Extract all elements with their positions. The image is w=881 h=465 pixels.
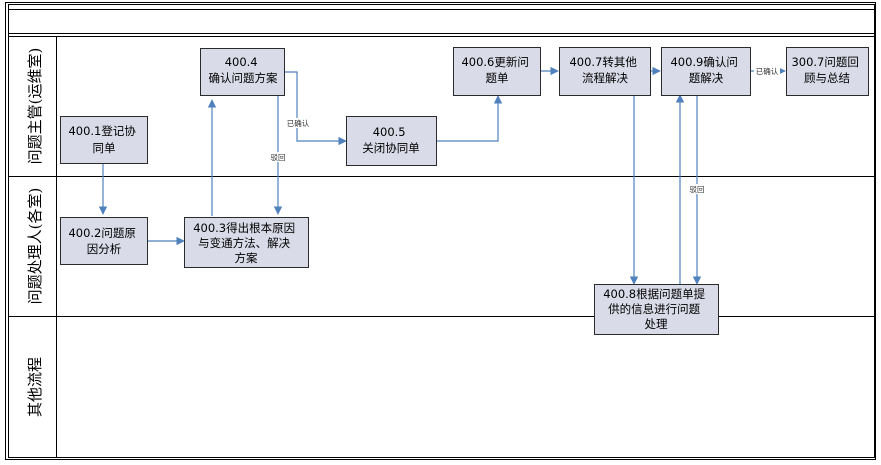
node-400-2-label: 400.2问题原 因分析 bbox=[68, 226, 139, 256]
node-300-7-label: 300.7问题回 顾与总结 bbox=[791, 55, 862, 85]
edge-label-bg-reject-2 bbox=[689, 184, 705, 194]
node-400-7-line-2: 流程解决 bbox=[582, 71, 628, 85]
node-400-8-box[interactable] bbox=[594, 284, 719, 335]
node-400-5[interactable]: 400.5 关闭协同单 bbox=[346, 116, 437, 166]
node-400-3[interactable]: 400.3得出根本原因 与变通方法、解决 方案 bbox=[184, 217, 309, 268]
node-400-5-label: 400.5 关闭协同单 bbox=[362, 125, 420, 155]
node-400-1-line-1: 400.1登记协 bbox=[68, 124, 136, 138]
node-400-8-label: 400.8根据问题单提 供的信息进行问题 处理 bbox=[603, 287, 709, 331]
node-400-9[interactable]: 400.9确认问 题解决 bbox=[661, 47, 751, 96]
diagram-frame bbox=[5, 2, 876, 460]
edge-label-bg-confirmed-2 bbox=[754, 66, 780, 76]
node-300-7-line-1: 300.7问题回 bbox=[791, 55, 858, 69]
node-400-2[interactable]: 400.2问题原 因分析 bbox=[60, 217, 148, 265]
node-400-9-label: 400.9确认问 题解决 bbox=[670, 55, 741, 85]
node-300-7[interactable]: 300.7问题回 顾与总结 bbox=[786, 47, 869, 96]
node-400-4[interactable]: 400.4 确认问题方案 bbox=[200, 48, 285, 96]
node-400-7[interactable]: 400.7转其他 流程解决 bbox=[559, 47, 651, 96]
node-400-8-line-1: 400.8根据问题单提 bbox=[603, 287, 705, 301]
edge-label-reject-1: 驳回 bbox=[271, 153, 286, 162]
edge-4004-to-4005-confirmed bbox=[285, 71, 347, 146]
node-400-1-label: 400.1登记协 同单 bbox=[68, 124, 139, 155]
lane-2: 问题处理人(各室) bbox=[26, 188, 44, 305]
node-400-8-line-3: 处理 bbox=[645, 317, 668, 331]
node-400-3-line-2: 与变通方法、解决 bbox=[198, 236, 290, 250]
node-400-9-line-1: 400.9确认问 bbox=[670, 55, 737, 69]
node-400-1[interactable]: 400.1登记协 同单 bbox=[60, 116, 148, 164]
node-400-9-box[interactable] bbox=[661, 47, 751, 96]
node-400-1-box[interactable] bbox=[60, 116, 148, 164]
node-400-6[interactable]: 400.6更新问 题单 bbox=[453, 47, 541, 96]
node-400-6-line-1: 400.6更新问 bbox=[461, 55, 528, 69]
lane-label-handler: 问题处理人(各室) bbox=[26, 188, 44, 305]
node-400-5-line-1: 400.5 bbox=[373, 125, 406, 139]
node-400-6-box[interactable] bbox=[453, 47, 541, 96]
node-400-3-line-1: 400.3得出根本原因 bbox=[193, 221, 295, 235]
node-400-6-label: 400.6更新问 题单 bbox=[461, 55, 532, 85]
lane-1: 问题主管(运维室) bbox=[26, 48, 44, 165]
edges: 驳回 已确认 驳回 已确认 bbox=[98, 66, 786, 285]
lane-label-other: 其他流程 bbox=[26, 357, 44, 417]
diagram-inner-frame bbox=[8, 4, 875, 458]
node-400-4-label: 400.4 确认问题方案 bbox=[209, 55, 278, 85]
lane-3: 其他流程 bbox=[26, 357, 44, 417]
node-400-5-line-2: 关闭协同单 bbox=[362, 141, 420, 155]
node-400-5-box[interactable] bbox=[346, 116, 437, 166]
node-400-7-box[interactable] bbox=[559, 47, 651, 96]
edge-label-confirmed-2: 已确认 bbox=[756, 66, 779, 76]
edge-label-bg-confirmed-1 bbox=[284, 118, 312, 128]
node-400-2-box[interactable] bbox=[60, 217, 148, 265]
node-400-6-line-2: 题单 bbox=[486, 71, 509, 85]
edge-label-reject-2: 驳回 bbox=[690, 185, 705, 194]
node-400-7-line-1: 400.7转其他 bbox=[569, 55, 637, 69]
node-400-7-label: 400.7转其他 流程解决 bbox=[569, 55, 640, 85]
edge-label-confirmed-1: 已确认 bbox=[287, 118, 310, 128]
node-400-3-box[interactable] bbox=[184, 217, 309, 268]
node-400-2-line-2: 因分析 bbox=[87, 242, 122, 256]
node-300-7-line-2: 顾与总结 bbox=[804, 71, 850, 85]
node-300-7-box[interactable] bbox=[786, 47, 869, 96]
lane-label-ops: 问题主管(运维室) bbox=[26, 48, 44, 165]
node-400-3-line-3: 方案 bbox=[235, 251, 258, 265]
node-400-2-line-1: 400.2问题原 bbox=[68, 226, 135, 240]
node-400-3-label: 400.3得出根本原因 与变通方法、解决 方案 bbox=[193, 221, 299, 265]
node-400-9-line-2: 题解决 bbox=[689, 71, 724, 85]
node-400-4-line-2: 确认问题方案 bbox=[209, 71, 278, 85]
node-400-8-line-2: 供的信息进行问题 bbox=[608, 302, 700, 316]
node-400-4-line-1: 400.4 bbox=[225, 55, 258, 69]
node-400-1-line-2: 同单 bbox=[93, 141, 116, 155]
node-400-4-box[interactable] bbox=[200, 48, 285, 96]
edge-label-bg-reject-1 bbox=[270, 152, 286, 162]
edge-4005-to-4006 bbox=[437, 95, 503, 142]
node-400-8[interactable]: 400.8根据问题单提 供的信息进行问题 处理 bbox=[594, 284, 719, 335]
